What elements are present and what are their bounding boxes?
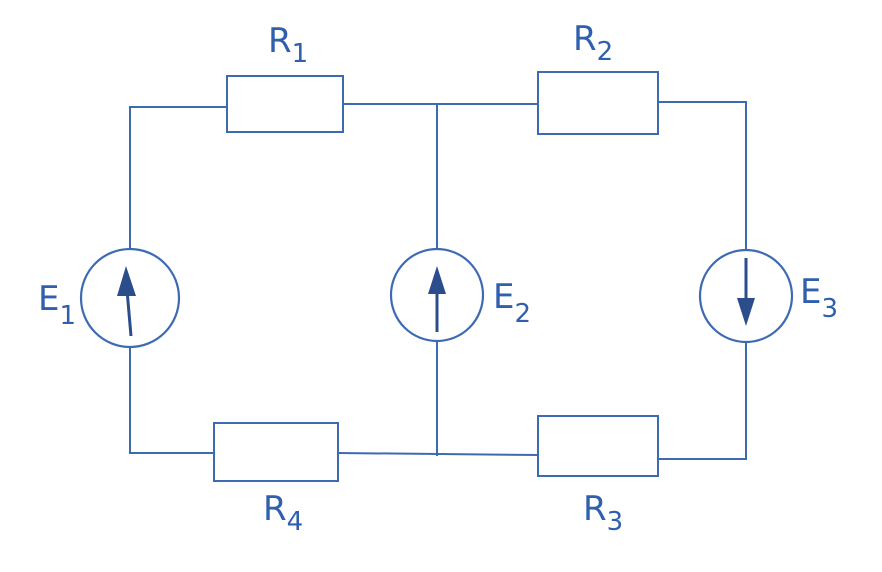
up-arrow-icon [117, 266, 136, 296]
resistor-r4 [213, 422, 339, 482]
label-e1: E1 [38, 279, 76, 331]
resistor-r3 [537, 415, 659, 477]
label-e3-sub: 3 [821, 294, 838, 324]
label-e1-main: E [38, 279, 59, 319]
source-e1 [79, 247, 181, 349]
wire-right-top [657, 101, 747, 251]
wire-left-top [129, 106, 228, 251]
label-r3: R3 [583, 489, 623, 537]
label-e2: E2 [493, 277, 531, 329]
label-e3: E3 [800, 272, 838, 324]
label-e2-main: E [493, 277, 514, 317]
resistor-r2 [537, 71, 659, 135]
label-r4: R4 [263, 489, 303, 537]
label-e1-sub: 1 [59, 301, 76, 331]
label-r1-main: R [268, 21, 292, 61]
label-r3-sub: 3 [607, 507, 624, 537]
down-arrow-icon [737, 298, 755, 326]
label-r2: R2 [573, 19, 613, 67]
label-e3-main: E [800, 272, 821, 312]
label-r2-main: R [573, 19, 597, 59]
wire-bottom-middle [336, 451, 540, 457]
source-e3 [698, 248, 794, 344]
label-r4-main: R [263, 489, 287, 529]
label-r4-sub: 4 [287, 507, 304, 537]
label-r3-main: R [583, 489, 607, 529]
up-arrow-icon [428, 266, 446, 294]
wire-right-bottom [657, 341, 747, 460]
label-r1: R1 [268, 21, 308, 69]
wires [129, 101, 747, 460]
label-e2-sub: 2 [514, 299, 531, 329]
source-e1-circle [79, 247, 181, 349]
source-e2 [389, 247, 485, 343]
label-r1-sub: 1 [292, 39, 309, 69]
label-r2-sub: 2 [597, 37, 614, 67]
wire-left-bottom [129, 344, 215, 454]
resistor-r1 [226, 75, 344, 133]
source-e1-arrow-shaft [125, 289, 133, 337]
